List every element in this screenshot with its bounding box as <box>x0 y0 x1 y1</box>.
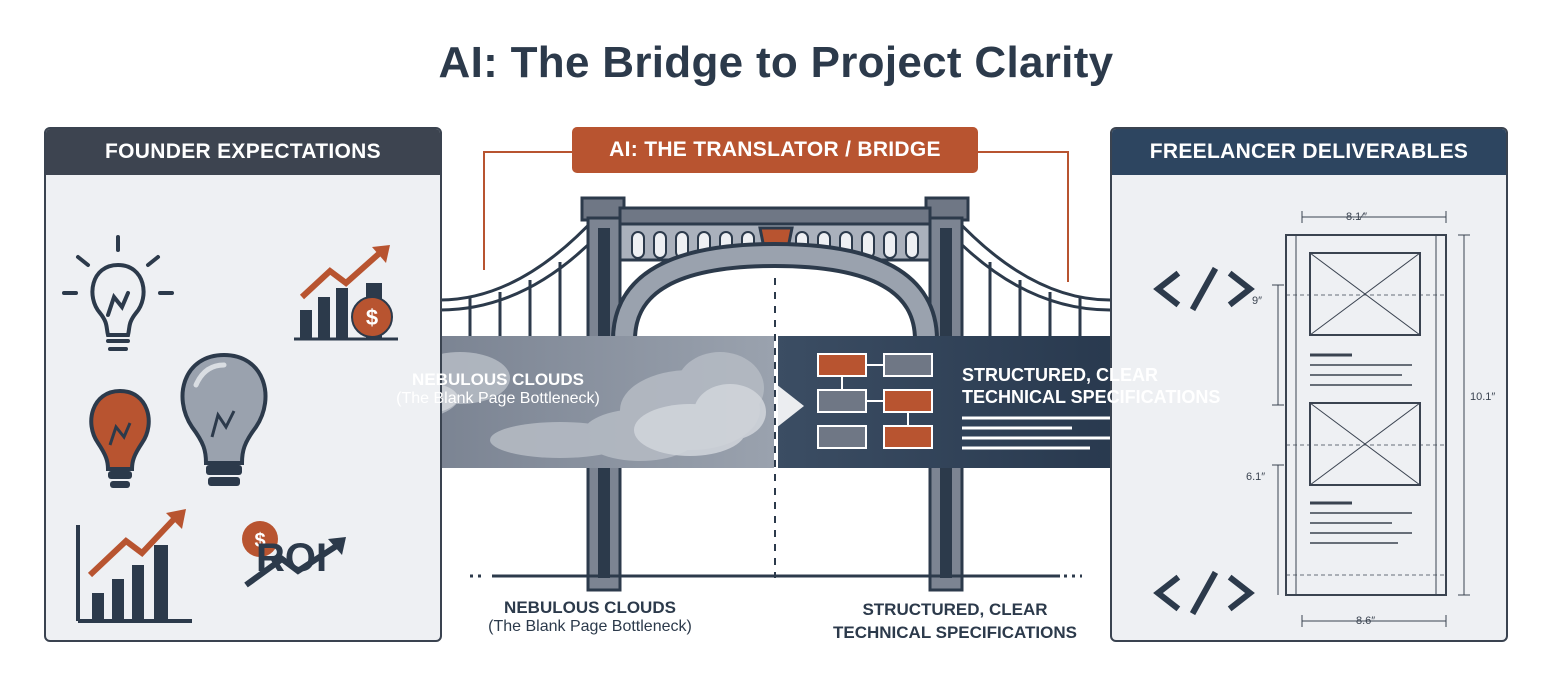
dimension-label: 8.6″ <box>1356 615 1376 627</box>
lightbulb-icon <box>89 388 151 488</box>
dimension-label: 10.1″ <box>1470 391 1496 403</box>
spec-label: STRUCTURED, CLEAR TECHNICAL SPECIFICATIO… <box>962 364 1262 408</box>
deliverable-icons <box>1153 211 1470 627</box>
bracket-left-line <box>483 151 572 270</box>
bridge-cables <box>439 213 1111 336</box>
blueprint-icon <box>1272 211 1470 627</box>
spec-line-2: TECHNICAL SPECIFICATIONS <box>962 387 1221 407</box>
bracket-right-line <box>978 151 1069 282</box>
dimension-label: 8.1⁄″ <box>1346 211 1368 223</box>
bottom-right-line-2: TECHNICAL SPECIFICATIONS <box>833 623 1077 642</box>
page-title: AI: The Bridge to Project Clarity <box>438 38 1114 87</box>
bar-chart-icon <box>76 509 192 623</box>
lightbulb-icon <box>62 235 174 351</box>
freelancer-deliverables-panel: FREELANCER DELIVERABLES <box>1110 127 1508 642</box>
roi-icon: $ <box>242 521 346 588</box>
dollar-coin-icon <box>351 296 393 338</box>
roi-label: ROI <box>256 536 328 580</box>
bridge-header: AI: THE TRANSLATOR / BRIDGE <box>572 127 978 173</box>
bottom-caption-right: STRUCTURED, CLEAR TECHNICAL SPECIFICATIO… <box>810 598 1100 644</box>
growth-chart-icon: $ <box>294 245 398 341</box>
bottom-left-title: NEBULOUS CLOUDS <box>504 598 676 617</box>
lightbulb-icon <box>180 352 268 486</box>
spec-lines <box>962 416 1116 450</box>
dollar-coin-icon <box>242 521 278 557</box>
dimension-label: 6.1″ <box>1246 471 1266 483</box>
founder-expectations-panel: FOUNDER EXPECTATIONS $ <box>44 127 442 642</box>
panel-header: FREELANCER DELIVERABLES <box>1112 129 1506 175</box>
bottom-caption-left: NEBULOUS CLOUDS (The Blank Page Bottlene… <box>455 598 725 636</box>
flowchart-icon <box>817 353 933 449</box>
svg-text:$: $ <box>366 305 378 330</box>
cloud-label: NEBULOUS CLOUDS (The Blank Page Bottlene… <box>328 370 668 408</box>
founder-icons: $ <box>62 235 398 623</box>
bottom-left-subtitle: (The Blank Page Bottleneck) <box>488 618 692 635</box>
code-brackets-icon <box>1153 266 1255 312</box>
code-brackets-icon <box>1153 570 1255 616</box>
svg-text:$: $ <box>254 530 265 552</box>
spec-line-1: STRUCTURED, CLEAR <box>962 365 1158 385</box>
cloud-title: NEBULOUS CLOUDS <box>412 370 584 389</box>
dimension-label: 9″ <box>1252 295 1263 307</box>
panel-header: FOUNDER EXPECTATIONS <box>46 129 440 175</box>
cloud-subtitle: (The Blank Page Bottleneck) <box>396 390 600 407</box>
bottom-right-line-1: STRUCTURED, CLEAR <box>862 600 1048 619</box>
